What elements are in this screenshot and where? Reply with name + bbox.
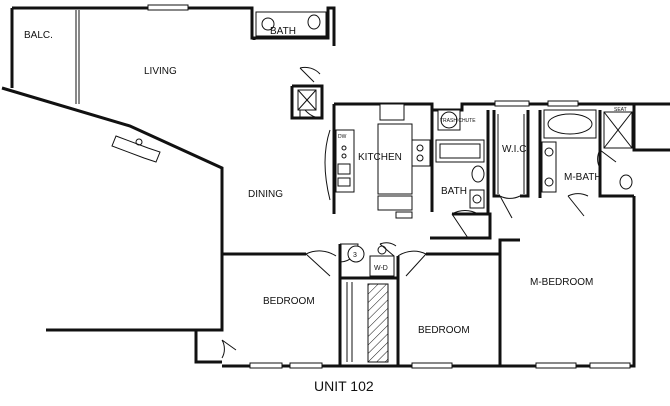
master-bedroom-label: M-BEDROOM xyxy=(530,277,593,288)
water-heater-label: 3 xyxy=(353,252,357,259)
kitchen-fixtures: DW xyxy=(324,103,431,219)
door-swing xyxy=(597,149,617,169)
doors xyxy=(221,66,617,359)
kitchen-label: KITCHEN xyxy=(358,152,402,163)
bath-top-label: BATH xyxy=(270,26,296,37)
interior-walls xyxy=(75,10,634,366)
center-bath-fixtures xyxy=(435,139,485,209)
window xyxy=(249,362,283,369)
unit-title: UNIT 102 xyxy=(314,378,374,394)
hatched-closet xyxy=(367,283,389,363)
dishwasher-label: DW xyxy=(338,134,347,140)
door-swing xyxy=(397,250,427,277)
window xyxy=(494,100,530,107)
window xyxy=(589,362,631,369)
dining-label: DINING xyxy=(248,189,283,200)
trash-chute: TRASH CHUTE xyxy=(437,109,476,131)
seat-label: SEAT xyxy=(614,107,627,113)
bath-center-label: BATH xyxy=(441,186,467,197)
window xyxy=(289,362,323,369)
window xyxy=(535,362,577,369)
washer-dryer-label: W-D xyxy=(374,265,388,272)
bedroom-center-label: BEDROOM xyxy=(418,325,470,336)
fireplace xyxy=(111,135,161,163)
room-labels: BALC. LIVING BATH KITCHEN DINING BATH W.… xyxy=(24,26,602,336)
windows xyxy=(147,4,631,369)
window xyxy=(547,100,579,107)
door-swing xyxy=(567,193,589,217)
master-bath-label: M-BATH xyxy=(564,172,602,183)
balcony-label: BALC. xyxy=(24,30,53,41)
window xyxy=(147,4,189,11)
trash-chute-label: TRASH CHUTE xyxy=(440,118,476,124)
top-bath-fixtures xyxy=(255,11,327,37)
wic-label: W.I.C xyxy=(502,144,526,155)
window xyxy=(411,362,453,369)
linen-closet xyxy=(297,89,317,111)
laundry-closet: 3 W-D xyxy=(347,245,395,277)
door-swing xyxy=(299,66,321,83)
door-swing xyxy=(451,210,479,239)
door-swing xyxy=(305,250,337,277)
bedroom-left-label: BEDROOM xyxy=(263,296,315,307)
master-bath-fixtures: SEAT xyxy=(541,107,633,193)
door-swing xyxy=(499,195,521,219)
door-swing xyxy=(221,339,237,359)
wic-shelving xyxy=(497,114,525,194)
living-label: LIVING xyxy=(144,66,177,77)
